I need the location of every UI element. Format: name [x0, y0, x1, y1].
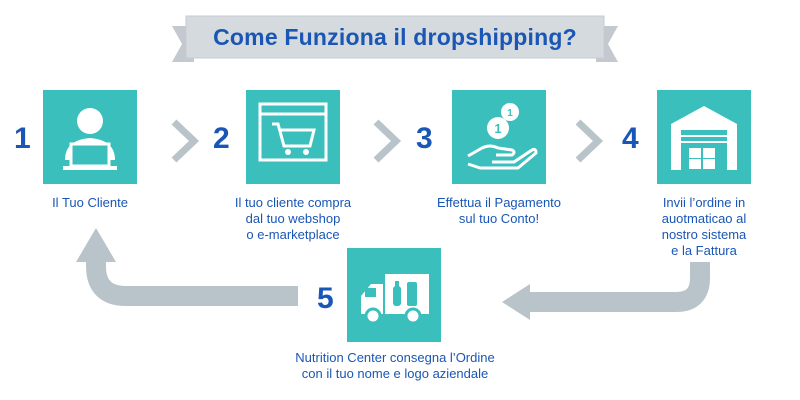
- step-4-number: 4: [622, 122, 639, 155]
- step-4-label-line: nostro sistema: [661, 227, 747, 242]
- chevron-right-icon: [575, 119, 604, 163]
- step-2-label-line: dal tuo webshop: [245, 211, 341, 226]
- step-5-label-line: Nutrition Center consegna l’Ordine: [295, 350, 495, 365]
- warehouse-icon: [671, 106, 737, 170]
- step-1-label-line: Il Tuo Cliente: [52, 195, 128, 210]
- webshop-cart-icon: [258, 102, 328, 162]
- step-5-number: 5: [317, 282, 334, 315]
- step-2-tile: [246, 90, 340, 184]
- chevron-right-icon: [171, 119, 200, 163]
- coin-hand-payment-icon: 1 1: [467, 103, 538, 170]
- step-1-label: Il Tuo Cliente: [20, 195, 160, 211]
- step-3-label: Effettua il Pagamento sul tuo Conto!: [428, 195, 570, 227]
- step-1-number: 1: [14, 122, 31, 155]
- step-1-tile: [43, 90, 137, 184]
- step-2-label-line: o e-marketplace: [246, 227, 340, 242]
- customer-laptop-icon: [63, 108, 117, 170]
- step-5-label-line: con il tuo nome e logo aziendale: [301, 366, 489, 381]
- step-4-label-line: auotmaticao al: [661, 211, 747, 226]
- step-5-label: Nutrition Center consegna l’Ordine con i…: [284, 350, 506, 382]
- title-banner: Come Funziona il dropshipping?: [172, 12, 618, 64]
- step-2-number: 2: [213, 122, 230, 155]
- step-3-label-line: sul tuo Conto!: [458, 211, 540, 226]
- chevron-right-icon: [373, 119, 402, 163]
- svg-text:1: 1: [507, 108, 513, 119]
- delivery-truck-icon: [361, 274, 429, 325]
- step-4-tile: [657, 90, 751, 184]
- step-3-number: 3: [416, 122, 433, 155]
- step-4-label: Invii l’ordine in auotmaticao al nostro …: [634, 195, 774, 259]
- banner-ribbon: [172, 15, 618, 62]
- svg-text:1: 1: [494, 121, 501, 136]
- step-3-label-line: Effettua il Pagamento: [436, 195, 562, 210]
- step-2-label: Il tuo cliente compra dal tuo webshop o …: [222, 195, 364, 243]
- step-4-label-line: Invii l’ordine in: [662, 195, 746, 210]
- arrow-head-left: [502, 284, 530, 320]
- arrow-head-up: [76, 228, 116, 262]
- page-title: Come Funziona il dropshipping?: [213, 24, 577, 50]
- step-2-label-line: Il tuo cliente compra: [234, 195, 352, 210]
- step-4-label-line: e la Fattura: [671, 243, 737, 258]
- step-5-tile: [347, 248, 441, 342]
- step-3-tile: 1 1: [452, 90, 546, 184]
